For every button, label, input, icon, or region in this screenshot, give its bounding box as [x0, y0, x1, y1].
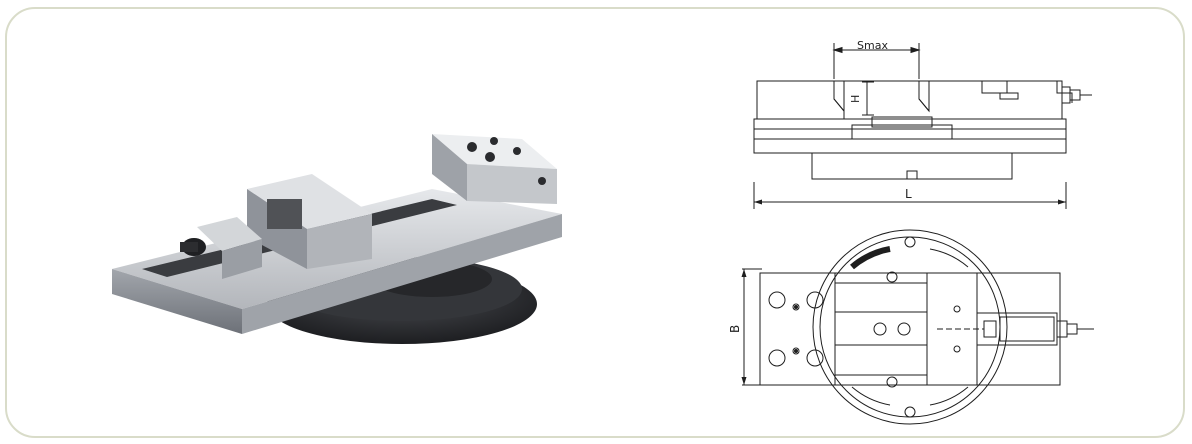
- dim-b-label: B: [728, 325, 742, 333]
- dim-h-label: H: [849, 95, 862, 103]
- plan-view-drawing: B: [728, 229, 1094, 425]
- fixed-jaw: [432, 134, 557, 169]
- side-elevation-drawing: Smax H L: [753, 39, 1092, 209]
- spindle-bracket: [197, 217, 262, 251]
- content-frame: Smax H L: [5, 7, 1185, 438]
- movable-jaw: [247, 174, 372, 229]
- dim-l-label: L: [905, 187, 912, 201]
- machine-vise-illustration: [112, 134, 562, 344]
- dim-smax-label: Smax: [857, 39, 888, 52]
